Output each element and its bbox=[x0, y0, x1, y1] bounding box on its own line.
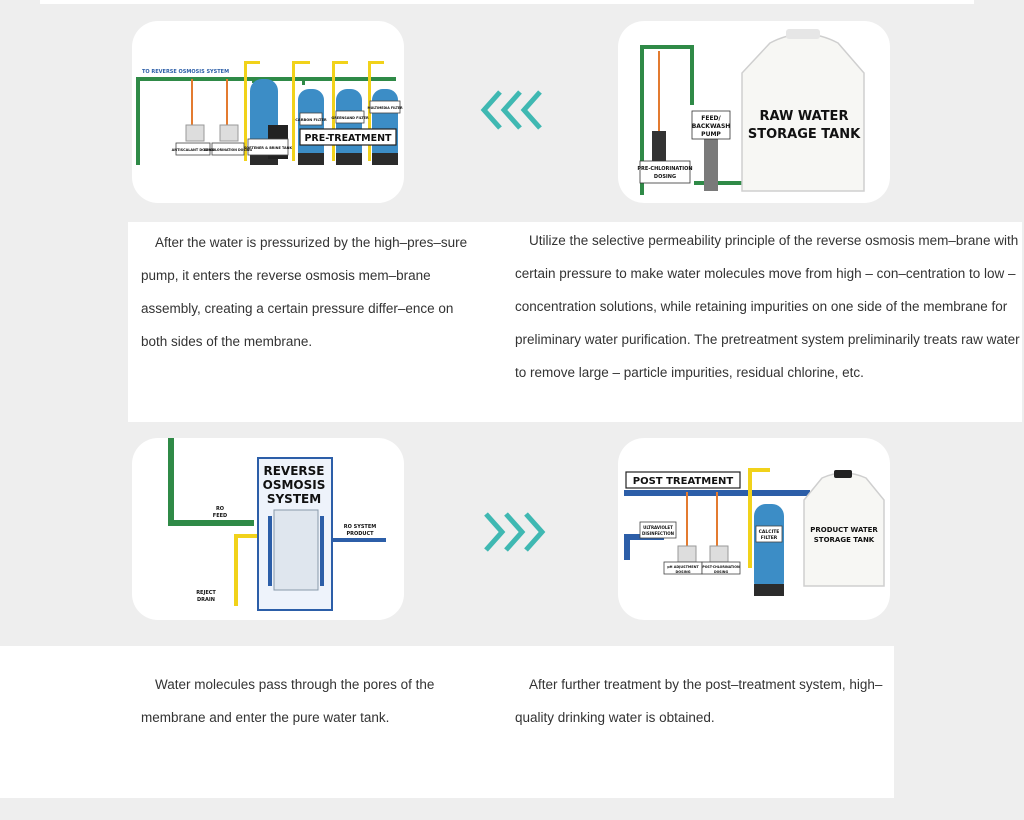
ro-product-label-2: PRODUCT bbox=[346, 531, 374, 537]
triple-chevron-left-icon bbox=[480, 90, 542, 130]
calcite-label-1: CALCITE bbox=[759, 529, 780, 535]
top-divider-strip bbox=[40, 0, 974, 4]
multimedia-filter-label: MULTIMEDIA FILTER bbox=[367, 106, 403, 110]
post-treatment-image-card: POST TREATMENT ULTRAVIOLET DISINFECTION … bbox=[618, 438, 890, 620]
paragraph-post-treatment: After further treatment by the post–trea… bbox=[515, 677, 883, 725]
product-tank-label-2: STORAGE TANK bbox=[814, 536, 875, 544]
raw-tank-label-2: STORAGE TANK bbox=[748, 127, 861, 142]
reject-label-2: DRAIN bbox=[197, 597, 215, 603]
prechlor-label-1: PRE-CHLORINATION bbox=[637, 166, 692, 172]
ro-title-3: SYSTEM bbox=[267, 492, 321, 506]
paragraph-pure-water-tank: Water molecules pass through the pores o… bbox=[141, 677, 435, 725]
raw-water-tank-image-card: RAW WATER STORAGE TANK FEED/ BACKWASH PU… bbox=[618, 21, 890, 203]
triple-chevron-right-icon bbox=[484, 512, 546, 552]
ro-system-illustration: REVERSE OSMOSIS SYSTEM RO FEED RO SYSTEM… bbox=[168, 438, 386, 611]
ph-label-2: DOSING bbox=[675, 570, 690, 574]
paragraph-ro-pressurization: After the water is pressurized by the hi… bbox=[141, 235, 468, 349]
softener-label: SOFTENER & BRINE TANK bbox=[244, 146, 293, 150]
ro-feed-label-2: FEED bbox=[213, 513, 227, 519]
paragraph-permeability-principle: Utilize the selective permeability princ… bbox=[515, 233, 1020, 380]
ph-label-1: pH ADJUSTMENT bbox=[667, 565, 699, 569]
raw-water-tank-illustration: RAW WATER STORAGE TANK FEED/ BACKWASH PU… bbox=[637, 29, 865, 195]
postchlor-label-2: DOSING bbox=[714, 570, 729, 574]
ro-title-2: OSMOSIS bbox=[263, 478, 326, 492]
post-treatment-heading: POST TREATMENT bbox=[633, 476, 734, 487]
prechlor-label-2: DOSING bbox=[654, 174, 676, 180]
ro-product-label-1: RO SYSTEM bbox=[344, 524, 376, 530]
pump-label-3: PUMP bbox=[701, 131, 721, 138]
postchlor-label-1: POST-CHLORINATION bbox=[702, 565, 740, 569]
dechlorination-label: DE-CHLORINATION DOSING bbox=[204, 148, 253, 152]
greensand-filter-label: GREENSAND FILTER bbox=[331, 116, 369, 120]
post-treatment-illustration: POST TREATMENT ULTRAVIOLET DISINFECTION … bbox=[624, 468, 885, 596]
antiscalant-label: ANTISCALANT DOSING bbox=[172, 148, 215, 152]
to-ro-label: TO REVERSE OSMOSIS SYSTEM bbox=[142, 69, 229, 75]
uv-label-1: ULTRAVIOLET bbox=[643, 525, 673, 530]
lower-text-panel bbox=[0, 646, 894, 798]
ro-feed-label-1: RO bbox=[216, 506, 224, 512]
raw-tank-label-1: RAW WATER bbox=[760, 109, 849, 124]
pretreatment-illustration: TO REVERSE OSMOSIS SYSTEM PRE-TREATMENT … bbox=[136, 61, 403, 165]
reject-label-1: REJECT bbox=[196, 590, 216, 596]
pretreatment-heading: PRE-TREATMENT bbox=[304, 133, 392, 144]
ro-title-1: REVERSE bbox=[263, 464, 324, 478]
pump-label-2: BACKWASH bbox=[692, 123, 731, 130]
product-tank-label-1: PRODUCT WATER bbox=[810, 526, 878, 534]
pretreatment-image-card: TO REVERSE OSMOSIS SYSTEM PRE-TREATMENT … bbox=[132, 21, 404, 203]
pump-label-1: FEED/ bbox=[701, 115, 721, 122]
carbon-filter-label: CARBON FILTER bbox=[295, 118, 327, 122]
uv-label-2: DISINFECTION bbox=[642, 531, 674, 536]
ro-system-image-card: REVERSE OSMOSIS SYSTEM RO FEED RO SYSTEM… bbox=[132, 438, 404, 620]
calcite-label-2: FILTER bbox=[761, 535, 778, 541]
upper-text-panel bbox=[128, 222, 1022, 422]
